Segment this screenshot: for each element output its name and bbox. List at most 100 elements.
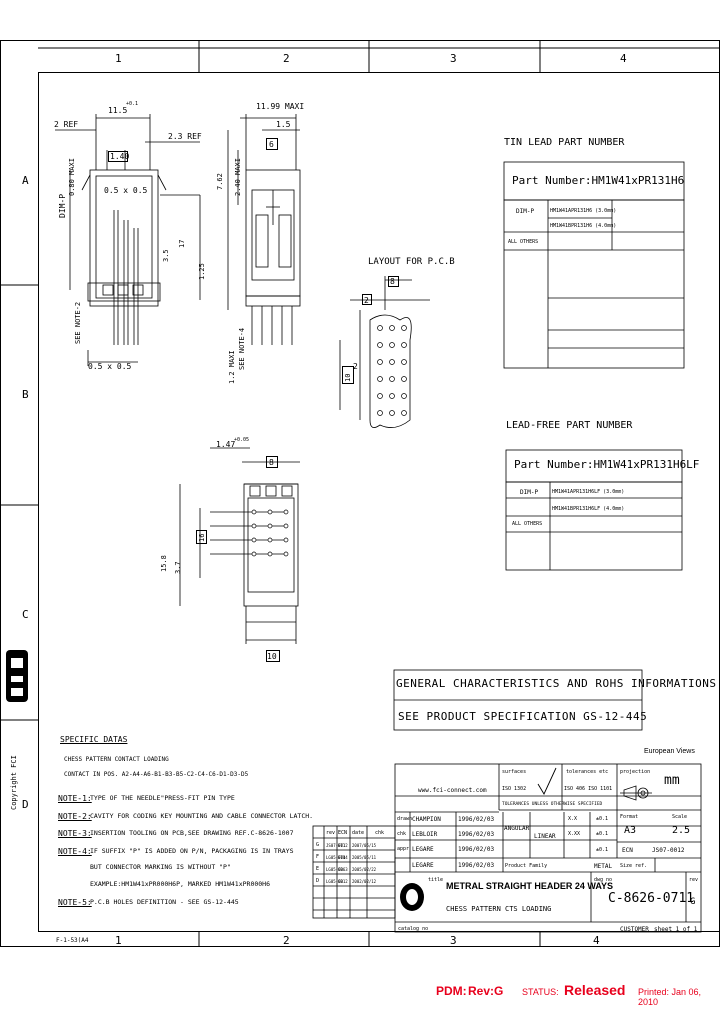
dim-2-40: 2.40 MAXI [234, 158, 242, 196]
dim-11-5-tol: +0.1 [126, 101, 139, 107]
dim-0-80: 0.80 MAXI [68, 158, 76, 196]
scale-value: 2.5 [672, 825, 691, 836]
col-1: 1 [115, 52, 122, 65]
projection-label: projection [620, 769, 651, 775]
linear-label: LINEAR [534, 833, 556, 840]
pcb-dim-10: 10 [344, 373, 352, 382]
specific-line2: CONTACT IN POS. A2-A4-A6-B1-B3-B5-C2-C4-… [64, 771, 249, 778]
row-b: B [22, 388, 29, 401]
lf-row2-label: ALL OTHERS [512, 521, 543, 527]
dim-dim-p: DIM-P [58, 193, 67, 218]
rev-row-e-date: 2005/02/22 [352, 867, 377, 872]
tol-2: ±0.1 [596, 831, 609, 837]
rev-hdr-ecn: ECN [338, 830, 348, 836]
col-4: 4 [620, 52, 627, 65]
dim-15-8: 15.8 [160, 555, 168, 572]
role-drawn: drawn [397, 816, 413, 822]
layout-title: LAYOUT FOR P.C.B [368, 257, 455, 267]
rev-row-d-rev: D [316, 878, 320, 884]
dim-7-62: 7.62 [216, 173, 224, 190]
dim-16-box [196, 530, 207, 544]
note-1-label: NOTE-1: [58, 794, 92, 803]
dim-11-5: 11.5 [108, 106, 128, 115]
dim-1-40-box [108, 151, 128, 162]
role-drawn-name: CHAMPION [412, 816, 441, 823]
rev-hdr-chk: chk [375, 830, 385, 836]
note-4-label: NOTE-4: [58, 847, 92, 856]
pcb-dim-10-box [342, 366, 354, 384]
dim-6: 6 [269, 140, 274, 149]
lead-free-part-number: Part Number:HM1W41xPR131H6LF [514, 458, 700, 471]
rev-row-e-chk: CB [338, 867, 343, 872]
row-c: C [22, 608, 29, 621]
tin-row1-val1: HM1W41APR131H6 (3.0mm) [550, 208, 617, 214]
dwg-label: dwg no [594, 877, 613, 883]
dim-17: 17 [178, 239, 186, 248]
dwg-number: C-8626-0711 [608, 891, 695, 906]
dim-1-40: 1.40 [110, 152, 130, 161]
rev-row-e-ecn: LG05-0063 [326, 867, 348, 872]
copyright-text: Copyright FCI [10, 755, 18, 810]
scale-label: Scale [672, 814, 688, 820]
status-value: Released [564, 982, 626, 998]
col-1-bottom: 1 [115, 934, 122, 947]
dim-1-47: 1.47 [216, 440, 236, 449]
specific-line1: CHESS PATTERN CONTACT LOADING [64, 756, 169, 763]
status-label: STATUS: [522, 987, 559, 997]
note-3-text: INSERTION TOOLING ON PCB,SEE DRAWING REF… [90, 829, 294, 837]
dim-0-5x0-5-b: 0.5 x 0.5 [88, 362, 132, 371]
dim-8-box [266, 456, 278, 468]
dim-0-5x0-5: 0.5 x 0.5 [104, 186, 148, 195]
dim-3-5: 3.5 [162, 249, 170, 262]
rev-row-f-chk: ET1 [338, 855, 346, 860]
ecn-label: ECN [622, 847, 633, 854]
col-4-bottom: 4 [593, 934, 600, 947]
rev-row-f-ecn: LG05-0084 [326, 855, 348, 860]
note-5-label: NOTE-5: [58, 898, 92, 907]
sheet: sheet 1 of 1 [654, 926, 698, 933]
pcb-dim-8: 8 [390, 277, 395, 286]
dim-2-3-ref: 2.3 REF [168, 132, 202, 141]
rev-value: G [690, 897, 696, 907]
ecn-value: JS07-0012 [652, 847, 685, 854]
note-4-text: IF SUFFIX "P" IS ADDED ON P/N, PACKAGING… [90, 847, 294, 855]
angular-label: ANGULAR [504, 825, 530, 832]
note-1-text: TYPE OF THE NEEDLE"PRESS-FIT PIN TYPE [90, 794, 235, 802]
rev-row-e-rev: E [316, 866, 320, 872]
role-4-name: LEGARE [412, 862, 434, 869]
note-3-label: NOTE-3: [58, 829, 92, 838]
pcb-dim-8-box [388, 276, 399, 287]
rev-row-f-rev: F [316, 854, 320, 860]
note-2-label: NOTE-2: [58, 812, 92, 821]
rev-row-f-date: 2005/05/11 [352, 855, 377, 860]
role-appr-name: LEGARE [412, 846, 434, 853]
pcb-dim-2-box [362, 294, 372, 305]
tin-dim-p-label: DIM-P [516, 208, 535, 215]
role-chk-name: LEBLOIR [412, 831, 438, 838]
title-line1: METRAL STRAIGHT HEADER 24 WAYS [446, 881, 614, 891]
rev-row-g-rev: G [316, 842, 320, 848]
rev-label: rev [689, 877, 699, 883]
rev-row-d-date: 2002/02/12 [352, 879, 377, 884]
dim-see-note4: SEE NOTE-4 [238, 327, 246, 370]
title-label: title [428, 877, 444, 883]
rev-row-d-ecn: LG05-0012 [326, 879, 348, 884]
tolerances-label: tolerances etc [566, 769, 609, 775]
rev-hdr-date: date [352, 830, 365, 836]
pdm-label: PDM: [436, 984, 467, 998]
tin-lead-part-number: Part Number:HM1W41xPR131H6 [512, 174, 685, 187]
surfaces-values: ISO 1302 [502, 786, 527, 792]
x-xx-label: X.XX [568, 831, 581, 837]
dim-1-2-maxi: 1.2 MAXI [228, 350, 236, 384]
lead-free-title: LEAD-FREE PART NUMBER [506, 420, 633, 431]
dim-16: 16 [198, 533, 206, 542]
lf-row1-val1: HM1W41APR131H6LF (3.0mm) [552, 489, 625, 495]
col-2-bottom: 2 [283, 934, 290, 947]
size-ref-label: Size ref. [620, 863, 648, 869]
note-2-text: CAVITY FOR CODING KEY MOUNTING AND CABLE… [90, 812, 314, 820]
material-label: METAL [594, 863, 613, 870]
lf-row1-val2: HM1W41BPR131H6LF (4.0mm) [552, 506, 625, 512]
col-3-bottom: 3 [450, 934, 457, 947]
tol-1: ±0.1 [596, 816, 609, 822]
dim-3-7: 3.7 [174, 561, 182, 574]
